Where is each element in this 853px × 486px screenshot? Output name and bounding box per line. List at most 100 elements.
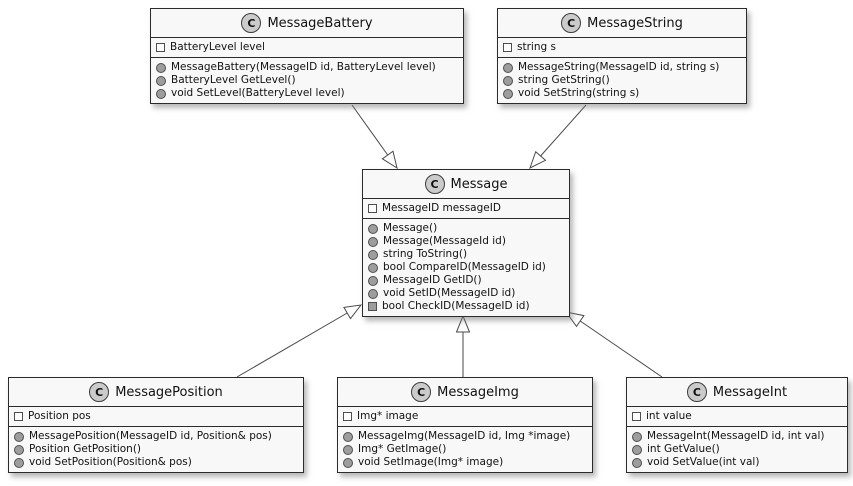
method-row: string GetString(): [503, 74, 741, 87]
field-visibility-icon: [632, 412, 641, 421]
class-title: MessageInt: [712, 384, 788, 400]
public-method-icon: [368, 288, 378, 299]
private-method-icon: [368, 302, 377, 311]
method-row: void SetString(string s): [503, 87, 741, 100]
method-text: MessageString(MessageID id, string s): [518, 61, 720, 73]
method-text: Message(MessageId id): [383, 235, 506, 247]
public-method-icon: [368, 223, 378, 234]
class-messageint-header: C MessageInt: [627, 378, 847, 407]
method-row: void SetID(MessageID id): [368, 287, 564, 300]
method-text: BatteryLevel GetLevel(): [171, 74, 296, 86]
public-method-icon: [368, 249, 378, 260]
method-row: MessagePosition(MessageID id, Position& …: [14, 430, 298, 443]
class-title: MessageBattery: [267, 15, 373, 31]
public-method-icon: [343, 457, 353, 468]
method-text: Img* GetImage(): [358, 443, 447, 455]
field-visibility-icon: [503, 43, 512, 52]
class-title: MessagePosition: [115, 384, 223, 400]
field-row: Img* image: [343, 410, 587, 423]
public-method-icon: [632, 444, 642, 455]
public-method-icon: [14, 444, 24, 455]
class-circle-icon: C: [686, 382, 707, 402]
method-row: bool CompareID(MessageID id): [368, 261, 564, 274]
arrow-messagestring-to-message: [529, 104, 587, 169]
public-method-icon: [632, 431, 642, 442]
method-text: void SetImage(Img* image): [358, 456, 504, 468]
arrow-messageint-to-message: [564, 311, 663, 378]
method-row: BatteryLevel GetLevel(): [156, 74, 458, 87]
method-row: MessageString(MessageID id, string s): [503, 61, 741, 74]
field-text: BatteryLevel level: [170, 41, 265, 53]
public-method-icon: [368, 236, 378, 247]
field-visibility-icon: [368, 204, 377, 213]
method-text: void SetLevel(BatteryLevel level): [171, 87, 345, 99]
public-method-icon: [632, 457, 642, 468]
field-row: int value: [632, 410, 842, 423]
method-text: int GetValue(): [647, 443, 720, 455]
field-row: MessageID messageID: [368, 202, 564, 215]
arrow-messagebattery-to-message: [351, 104, 398, 170]
public-method-icon: [14, 457, 24, 468]
method-text: MessagePosition(MessageID id, Position& …: [29, 430, 272, 442]
class-messagestring: C MessageString string s MessageString(M…: [497, 8, 747, 104]
method-text: MessageID GetID(): [383, 274, 482, 286]
class-circle-icon: C: [424, 174, 445, 194]
method-text: string GetString(): [518, 74, 610, 86]
method-text: Position GetPosition(): [29, 443, 142, 455]
field-row: Position pos: [14, 410, 298, 423]
method-row: bool CheckID(MessageID id): [368, 300, 564, 313]
class-messagestring-header: C MessageString: [498, 9, 746, 38]
public-method-icon: [368, 275, 378, 286]
public-method-icon: [156, 62, 166, 73]
method-text: MessageInt(MessageID id, int val): [647, 430, 825, 442]
method-row: MessageBattery(MessageID id, BatteryLeve…: [156, 61, 458, 74]
class-title: MessageImg: [437, 384, 519, 400]
method-text: void SetID(MessageID id): [383, 287, 516, 299]
field-visibility-icon: [156, 43, 165, 52]
public-method-icon: [368, 262, 378, 273]
method-row: Position GetPosition(): [14, 443, 298, 456]
field-row: BatteryLevel level: [156, 41, 458, 54]
method-text: bool CompareID(MessageID id): [383, 261, 546, 273]
method-row: string ToString(): [368, 248, 564, 261]
method-row: Message(): [368, 222, 564, 235]
arrow-messageposition-to-message: [236, 304, 363, 378]
method-text: MessageImg(MessageID id, Img *image): [358, 430, 571, 442]
method-row: void SetValue(int val): [632, 456, 842, 469]
public-method-icon: [343, 431, 353, 442]
method-row: int GetValue(): [632, 443, 842, 456]
class-messageint: C MessageInt int value MessageInt(Messag…: [626, 377, 848, 473]
field-text: Position pos: [28, 410, 91, 422]
class-messageposition: C MessagePosition Position pos MessagePo…: [8, 377, 304, 473]
public-method-icon: [503, 88, 513, 99]
class-messagebattery-header: C MessageBattery: [151, 9, 463, 38]
public-method-icon: [14, 431, 24, 442]
method-text: Message(): [383, 222, 438, 234]
public-method-icon: [503, 62, 513, 73]
field-visibility-icon: [14, 412, 23, 421]
field-row: string s: [503, 41, 741, 54]
method-row: void SetPosition(Position& pos): [14, 456, 298, 469]
method-row: Message(MessageId id): [368, 235, 564, 248]
class-title: MessageString: [587, 15, 683, 31]
method-row: MessageID GetID(): [368, 274, 564, 287]
class-circle-icon: C: [241, 13, 262, 33]
method-text: MessageBattery(MessageID id, BatteryLeve…: [171, 61, 436, 73]
field-text: Img* image: [357, 410, 419, 422]
field-visibility-icon: [343, 412, 352, 421]
class-messageposition-header: C MessagePosition: [9, 378, 303, 407]
class-message-header: C Message: [363, 170, 569, 199]
method-row: Img* GetImage(): [343, 443, 587, 456]
method-text: void SetString(string s): [518, 87, 640, 99]
public-method-icon: [156, 88, 166, 99]
method-text: void SetPosition(Position& pos): [29, 456, 192, 468]
class-message: C Message MessageID messageID Message() …: [362, 169, 570, 317]
method-text: bool CheckID(MessageID id): [382, 300, 530, 312]
method-row: void SetLevel(BatteryLevel level): [156, 87, 458, 100]
method-text: string ToString(): [383, 248, 468, 260]
method-text: void SetValue(int val): [647, 456, 760, 468]
method-row: void SetImage(Img* image): [343, 456, 587, 469]
class-circle-icon: C: [561, 13, 582, 33]
class-circle-icon: C: [89, 382, 110, 402]
